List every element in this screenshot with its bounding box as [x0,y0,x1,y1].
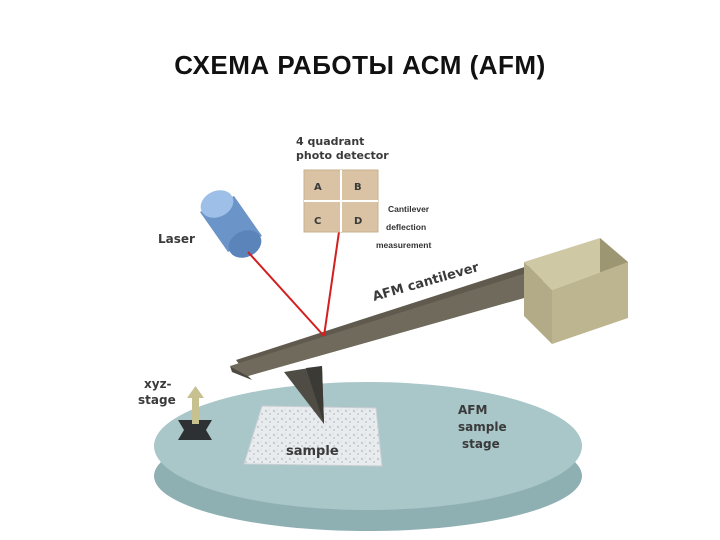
detector-label-line1: 4 quadrant [296,135,364,148]
quadrant-d: D [354,216,362,227]
deflection-label-line3: measurement [376,240,431,250]
afm-cantilever [230,262,545,380]
laser-label: Laser [158,232,195,246]
photo-detector: A B C D [303,169,379,233]
deflection-label-line2: deflection [386,222,426,232]
cantilever-tip [284,366,324,424]
quadrant-a: A [314,182,322,193]
slide-title: СХЕМА РАБОТЫ АСМ (AFM) [174,50,546,80]
sample-label: sample [286,444,339,459]
sample [243,405,383,467]
quadrant-b: B [354,182,362,193]
deflection-label-line1: Cantilever [388,204,430,214]
xyz-label-line1: xyz- [144,377,172,391]
stage-label-line2: sample [458,420,507,434]
quadrant-c: C [314,216,321,227]
cantilever-holder-cube [524,238,628,344]
laser [200,190,262,258]
xyz-stage-icon [178,386,212,440]
detector-label-line2: photo detector [296,149,389,162]
xyz-label-line2: stage [138,393,176,407]
stage-label-line3: stage [462,437,500,451]
stage-label-line1: AFM [458,403,487,417]
